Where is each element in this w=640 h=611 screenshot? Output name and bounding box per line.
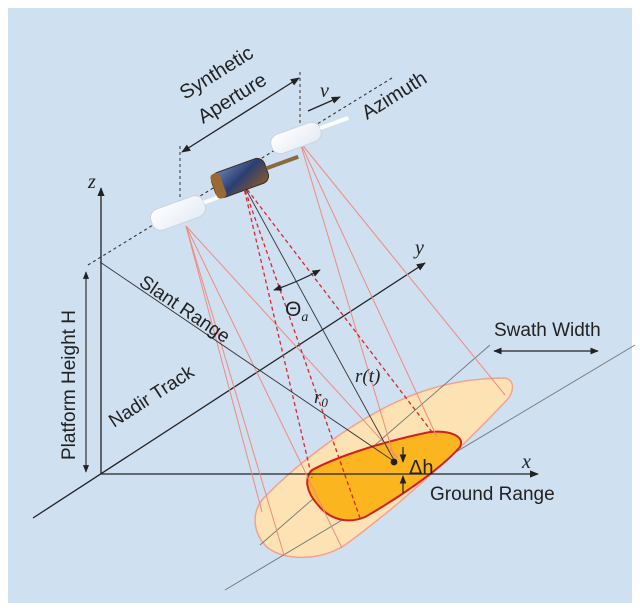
label-r-t: r(t)	[355, 366, 380, 387]
label-velocity: v	[320, 80, 329, 102]
range-vector-r-t	[242, 183, 396, 463]
beam-center-dashed-3	[242, 183, 361, 519]
target-point	[390, 458, 398, 466]
beam-left-4	[185, 225, 343, 549]
beam-right-2	[299, 141, 438, 438]
beam-left-2	[185, 225, 285, 556]
slant-range-line	[99, 261, 396, 463]
label-r0: r0	[314, 387, 328, 410]
y-axis	[32, 262, 426, 519]
label-x-axis: x	[521, 451, 531, 473]
label-delta-h: Δh	[409, 457, 433, 479]
beam-left-1	[185, 225, 263, 513]
velocity-arrow	[307, 96, 341, 112]
beam-center-dashed-1	[242, 183, 313, 479]
satellite-main-icon	[210, 154, 299, 199]
satellite-ghost-right-icon	[270, 116, 349, 155]
beam-center-dashed-2	[242, 183, 433, 433]
label-swath-width: Swath Width	[494, 320, 601, 341]
beam-left-3	[185, 225, 399, 459]
illuminated-footprint-inner	[306, 430, 463, 522]
synthetic-aperture-arrow	[181, 77, 300, 153]
label-y-axis: y	[413, 237, 424, 259]
beam-right-1	[299, 141, 506, 396]
label-ground-range: Ground Range	[430, 484, 555, 505]
label-platform-height: Platform Height H	[59, 310, 80, 460]
label-theta-a: Θa	[285, 298, 308, 325]
beam-right-3	[299, 141, 396, 461]
label-z-axis: z	[87, 171, 96, 193]
theta-a-arc	[273, 269, 321, 291]
